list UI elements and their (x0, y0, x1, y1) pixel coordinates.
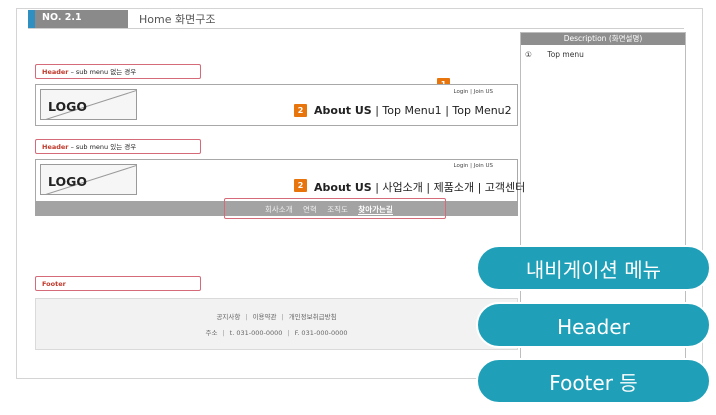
description-item: ① Top menu (525, 50, 584, 59)
logo[interactable]: LOGO (40, 164, 137, 195)
page-number-label: NO. 2.1 (42, 12, 82, 23)
menu-item-top-menu2[interactable]: Top Menu2 (452, 104, 512, 117)
submenu-highlight-outline (224, 198, 446, 219)
badge-2: 2 (294, 104, 307, 117)
submenu-item-history[interactable]: 연혁 (303, 205, 317, 214)
menu-item-business[interactable]: 사업소개 (382, 181, 423, 194)
label-bold: Header (42, 68, 69, 76)
pill-header: Header (476, 302, 711, 348)
footer-address: 주소 (205, 329, 218, 337)
footer-fax: F. 031-000-0000 (294, 329, 348, 337)
footer-links: 공지사항|이용약관|개인정보취급방침 (216, 313, 337, 321)
label-bold: Header (42, 143, 69, 151)
submenu-bar (35, 201, 518, 216)
footer-label: Footer (35, 276, 201, 291)
label-rest: – sub menu 없는 경우 (68, 68, 137, 76)
footer-link-privacy[interactable]: 개인정보취급방침 (288, 313, 337, 321)
badge-2: 2 (294, 179, 307, 192)
logo-text: LOGO (48, 99, 88, 114)
top-menu: About US | 사업소개 | 제품소개 | 고객센터 (314, 181, 526, 194)
submenu-item-directions[interactable]: 찾아가는길 (358, 205, 393, 215)
menu-item-about-us[interactable]: About US (314, 181, 372, 194)
header-with-sub-label: Header – sub menu 있는 경우 (35, 139, 201, 154)
logo-placeholder-diagonal (45, 90, 136, 119)
top-menu: About US | Top Menu1 | Top Menu2 (314, 104, 512, 117)
submenu: 회사소개 연혁 조직도 찾아가는길 (265, 204, 401, 215)
footer: 공지사항|이용약관|개인정보취급방침 주소|t. 031-000-0000|F.… (35, 298, 518, 350)
description-item-number: ① (525, 50, 532, 59)
label-rest: – sub menu 있는 경우 (68, 143, 137, 151)
menu-item-about-us[interactable]: About US (314, 104, 372, 117)
pill-footer: Footer 등 (476, 358, 711, 404)
logo-text: LOGO (48, 174, 88, 189)
description-header: Description (화면설명) (521, 33, 685, 45)
page-number-tag: NO. 2.1 (28, 10, 128, 28)
menu-item-products[interactable]: 제품소개 (433, 181, 475, 194)
footer-phone: t. 031-000-0000 (229, 329, 283, 337)
login-join-link[interactable]: Login | Join US (453, 163, 493, 169)
header-no-sub: LOGO Login | Join US 2 About US | Top Me… (35, 84, 518, 126)
label-bold: Footer (42, 280, 66, 288)
menu-item-top-menu1[interactable]: Top Menu1 (382, 104, 442, 117)
title-divider (28, 28, 684, 29)
submenu-item-company[interactable]: 회사소개 (265, 205, 293, 214)
logo-placeholder-diagonal (45, 165, 136, 194)
page-title: Home 화면구조 (139, 13, 216, 26)
pill-navigation-menu: 내비게이션 메뉴 (476, 245, 711, 291)
footer-link-notice[interactable]: 공지사항 (216, 313, 241, 321)
menu-item-customer-center[interactable]: 고객센터 (484, 181, 526, 194)
footer-link-terms[interactable]: 이용약관 (252, 313, 277, 321)
header-no-sub-label: Header – sub menu 없는 경우 (35, 64, 201, 79)
header-with-sub: LOGO Login | Join US 2 About US | 사업소개 |… (35, 159, 525, 202)
logo[interactable]: LOGO (40, 89, 137, 120)
tag-accent-bar (28, 10, 35, 28)
login-join-link[interactable]: Login | Join US (453, 89, 493, 95)
footer-contact: 주소|t. 031-000-0000|F. 031-000-0000 (205, 329, 348, 337)
description-item-text: Top menu (547, 50, 584, 59)
submenu-item-organization[interactable]: 조직도 (327, 205, 348, 214)
